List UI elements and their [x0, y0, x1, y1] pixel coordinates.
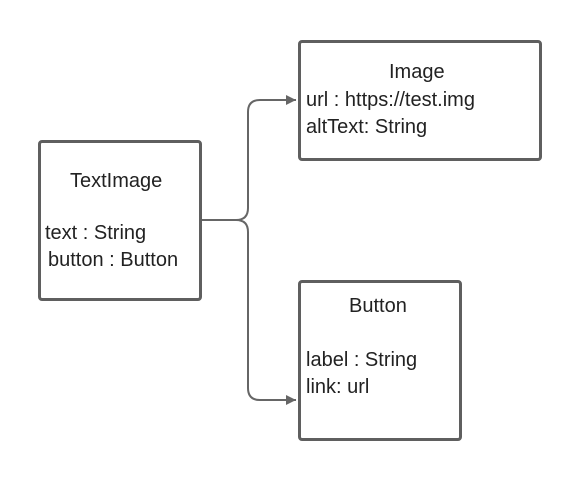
image-attribute-alttext: altText: String: [306, 116, 428, 138]
button-class-box: Button label : String link: url: [298, 280, 462, 441]
image-class-box: Image url : https://test.img altText: St…: [298, 40, 542, 161]
textimage-attribute-button: button : Button: [48, 249, 179, 271]
button-class-title: Button: [349, 295, 407, 317]
image-class-title: Image: [389, 61, 445, 83]
arrow-connector-line: [201, 219, 296, 405]
button-attribute-label: label : String: [306, 349, 418, 371]
button-attribute-link: link: url: [306, 376, 370, 398]
textimage-attribute-text: text : String: [45, 222, 147, 244]
textimage-class-box: TextImage text : String button : Button: [38, 140, 202, 301]
edge-textimage-to-button: [201, 219, 296, 405]
textimage-class-title: TextImage: [70, 170, 163, 192]
image-attribute-url: url : https://test.img: [306, 89, 475, 111]
arrow-connector-line: [201, 95, 296, 221]
edge-textimage-to-image: [201, 95, 296, 221]
